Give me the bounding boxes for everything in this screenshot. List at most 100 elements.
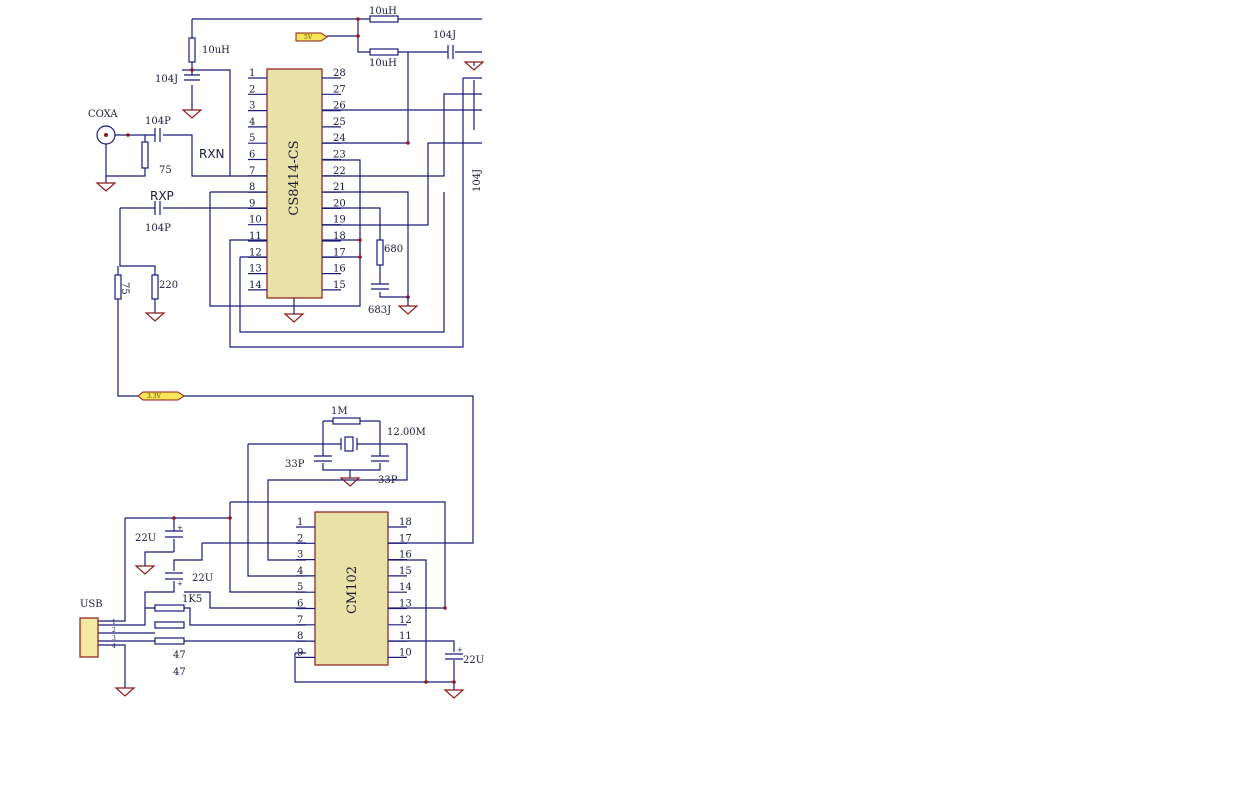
u2-pin-label-15: 15 [399, 566, 412, 577]
label-104j-left: 104J [155, 74, 178, 85]
u2-pin-label-5: 5 [297, 582, 303, 593]
u1-pin-label-21: 21 [333, 182, 346, 193]
label-r75: 75 [119, 282, 130, 295]
resistor-75 [114, 274, 122, 300]
u2-pin-label-16: 16 [399, 550, 412, 561]
u1-pin-label-11: 11 [249, 231, 262, 242]
u1-pin-label-7: 7 [249, 166, 255, 177]
label-l-top2: 10uH [369, 58, 397, 69]
label-r1m: 1M [331, 406, 348, 417]
label-33p-1: 33P [285, 459, 305, 470]
u2-pin-label-14: 14 [399, 582, 412, 593]
u2-pin-label-10: 10 [399, 647, 412, 658]
resistor-1m [332, 417, 361, 425]
capacitor-683j [371, 283, 389, 290]
label-rxn: RXN [199, 147, 225, 161]
u1-pin-label-12: 12 [249, 247, 262, 258]
label-r1k5: 1K5 [182, 594, 202, 605]
u1-pin-label-8: 8 [249, 182, 255, 193]
inductor-l2 [369, 48, 399, 56]
svg-text:3.3V: 3.3V [147, 393, 162, 400]
u1-pin-label-6: 6 [249, 150, 255, 161]
crystal-12m [340, 436, 358, 452]
u2-pin-label-18: 18 [399, 517, 412, 528]
capacitor-104p-2 [154, 201, 161, 215]
u2-pin-label-6: 6 [297, 599, 303, 610]
u1-pin-label-25: 25 [333, 117, 346, 128]
capacitor-22u-2: + [165, 572, 183, 588]
u1-pin-label-26: 26 [333, 101, 346, 112]
u2-pin-label-12: 12 [399, 615, 412, 626]
junctions [126, 17, 456, 684]
usb-pin-2: 2 [112, 627, 116, 634]
u1-pin-label-27: 27 [333, 84, 346, 95]
capacitor-104p-1 [154, 128, 161, 142]
u2-pin-label-3: 3 [297, 550, 303, 561]
label-r47-1: 47 [173, 650, 186, 661]
u2-pin-label-7: 7 [297, 615, 303, 626]
capacitor-22u-1: + [165, 524, 183, 538]
usb-pin-3: 3 [112, 635, 116, 642]
u2-pin-label-13: 13 [399, 599, 412, 610]
svg-text:+: + [457, 646, 463, 654]
resistor-75-coax [141, 141, 149, 169]
svg-text:5V: 5V [304, 34, 313, 41]
u1-pin-label-18: 18 [333, 231, 346, 242]
label-l-top1: 10uH [369, 6, 397, 17]
coax-connector [96, 125, 116, 145]
net-tag-3v: 3.3V [137, 391, 185, 401]
resistor-47-1 [154, 621, 185, 629]
u1-pin-label-2: 2 [249, 84, 255, 95]
u1-pin-label-5: 5 [249, 133, 255, 144]
u1-pin-label-20: 20 [333, 198, 346, 209]
ground-symbols [95, 61, 485, 699]
label-coax: COXA [88, 109, 118, 120]
u1-pin-label-3: 3 [249, 101, 255, 112]
u1-pin-label-9: 9 [249, 198, 255, 209]
label-l-left: 10uH [202, 45, 230, 56]
label-rxp: RXP [150, 189, 174, 203]
usb-pin-4: 4 [112, 643, 116, 650]
label-104j-vert: 104J [472, 169, 483, 192]
label-33p-2: 33P [378, 475, 398, 486]
component-labels: 10uH 10uH 10uH 104J 104J 104J COXA 104P … [80, 6, 484, 678]
svg-text:+: + [177, 580, 183, 588]
u1-pin-label-13: 13 [249, 264, 262, 275]
label-usb: USB [80, 599, 103, 610]
u2-pin-label-17: 17 [399, 533, 412, 544]
label-r220: 220 [159, 280, 178, 291]
usb-pin-1: 1 [112, 619, 116, 626]
u2-pin-label-11: 11 [399, 631, 412, 642]
label-xtal: 12.00M [387, 427, 426, 438]
u2-pin-label-2: 2 [297, 533, 303, 544]
label-r680: 680 [384, 244, 403, 255]
usb-connector [79, 617, 99, 658]
u1-pin-label-22: 22 [333, 166, 346, 177]
net-tag-5v: 5V [295, 32, 328, 42]
label-22u-1: 22U [135, 533, 156, 544]
label-104p-1: 104P [145, 116, 171, 127]
resistor-220 [151, 274, 159, 300]
label-104j-top: 104J [433, 30, 456, 41]
resistor-1k5 [154, 604, 185, 612]
u1-pin-label-14: 14 [249, 280, 262, 291]
u1-pin-label-17: 17 [333, 247, 346, 258]
capacitor-104j-left [184, 74, 200, 81]
u1-pin-label-19: 19 [333, 215, 346, 226]
inductor-l3 [188, 37, 196, 63]
inductor-l1 [369, 15, 399, 23]
u1-pin-label-28: 28 [333, 68, 346, 79]
ic-cs8414-label: CS8414-CS [287, 140, 302, 215]
u1-pin-label-4: 4 [249, 117, 255, 128]
capacitor-104j-top [447, 45, 454, 59]
resistor-680 [376, 239, 384, 266]
u1-pin-label-10: 10 [249, 215, 262, 226]
u1-pin-label-24: 24 [333, 133, 346, 144]
label-22u-3: 22U [463, 655, 484, 666]
u2-pin-label-8: 8 [297, 631, 303, 642]
label-22u-2: 22U [192, 573, 213, 584]
resistor-47-2 [154, 637, 185, 645]
